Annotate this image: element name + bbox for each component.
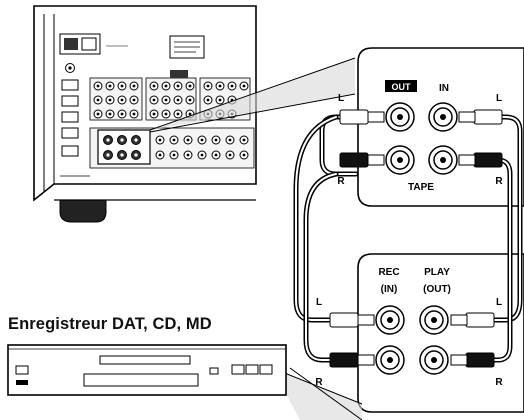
zoom-callout [149, 57, 356, 133]
tape-out-label-bg [385, 80, 417, 92]
rec-r-jack [375, 345, 405, 375]
play-l-jack [419, 305, 449, 335]
rec-sub-label: (IN) [381, 284, 398, 295]
rec-left-label-b: L [496, 297, 502, 308]
tape-out-l-jack [385, 102, 415, 132]
tape-in-r-jack [428, 145, 458, 175]
tape-jack-panel: OUT IN TAPE L L R R [337, 47, 524, 207]
rec-right-label-b: R [495, 377, 503, 388]
tape-out-r-jack [385, 145, 415, 175]
play-label: PLAY [424, 267, 450, 278]
tape-left-label-a: L [338, 93, 344, 104]
tape-out-label: OUT [392, 82, 412, 92]
rca-plugs [329, 109, 503, 368]
tape-label: TAPE [408, 182, 434, 193]
recorder-title: Enregistreur DAT, CD, MD [8, 315, 212, 333]
rec-label: REC [378, 267, 399, 278]
tape-right-label-a: R [337, 176, 345, 187]
tape-right-label-b: R [495, 176, 503, 187]
tape-left-label-b: L [496, 93, 502, 104]
recorder-device [7, 344, 287, 396]
rec-l-jack [375, 305, 405, 335]
tape-in-l-jack [428, 102, 458, 132]
recorder-zoom-callout [271, 367, 363, 420]
play-r-jack [419, 345, 449, 375]
recorder-jack-panel: REC (IN) PLAY (OUT) L L R R [315, 253, 524, 413]
rec-right-label-a: R [315, 377, 323, 388]
rca-cables [293, 114, 523, 363]
tape-in-label: IN [439, 83, 449, 94]
rec-left-label-a: L [316, 297, 322, 308]
play-sub-label: (OUT) [423, 284, 451, 295]
receiver-rear-panel [33, 5, 257, 223]
